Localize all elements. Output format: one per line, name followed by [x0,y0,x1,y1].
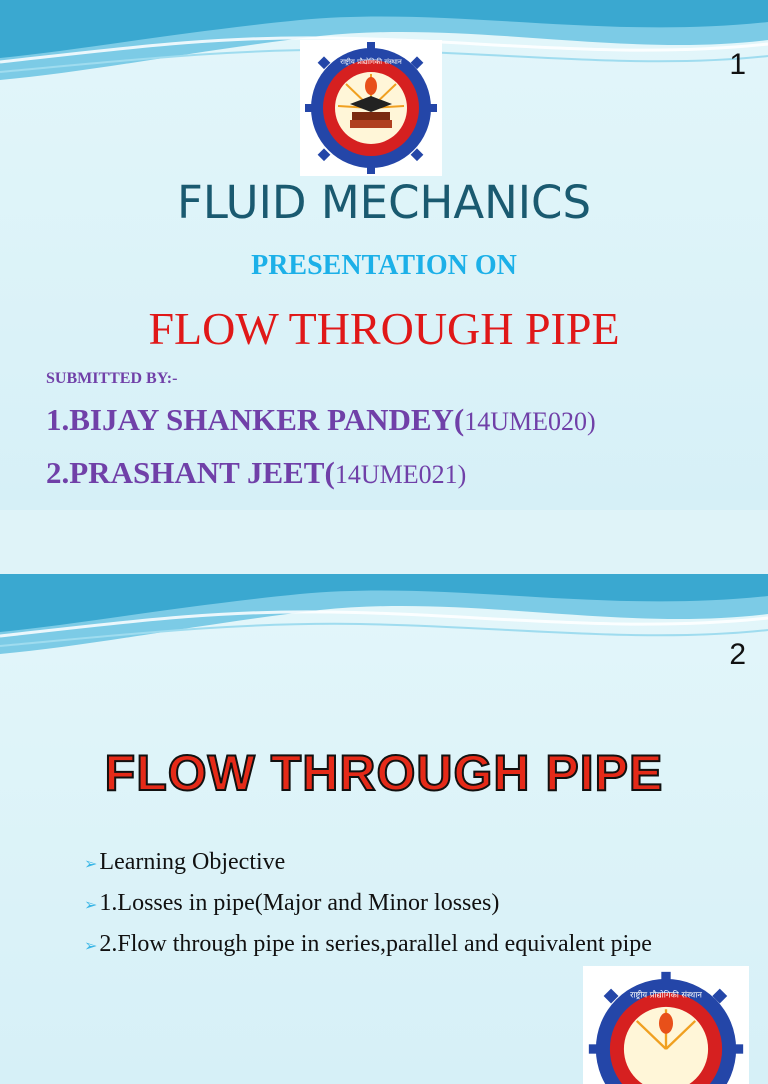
submitted-by-label: SUBMITTED BY:- [46,370,178,387]
course-title: FLUID MECHANICS [176,176,592,229]
member-roll: 14UME020) [464,407,596,436]
bullet-item: ➢Learning Objective [84,846,704,881]
member-name: 1.BIJAY SHANKER PANDEY( [46,402,465,437]
arrow-bullet-icon: ➢ [84,897,98,914]
institute-logo: राष्ट्रीय प्रौद्योगिकी संस्थान [583,966,749,1084]
member-2: 2.PRASHANT JEET(14UME021) [46,455,466,491]
bullet-item: ➢2.Flow through pipe in series,parallel … [84,928,704,963]
slide-1: 1 [0,0,768,510]
nit-manipur-logo-icon: राष्ट्रीय प्रौद्योगिकी संस्थान [305,42,437,174]
bullet-item: ➢1.Losses in pipe(Major and Minor losses… [84,887,704,922]
presentation-subtitle: PRESENTATION ON [251,250,517,281]
slide-number: 2 [729,638,746,671]
slide-title: FLOW THROUGH PIPE [104,744,664,802]
bullet-text: Learning Objective [99,849,286,875]
header-swoosh-decoration [0,574,768,654]
member-1: 1.BIJAY SHANKER PANDEY(14UME020) [46,402,596,438]
member-roll: 14UME021) [334,460,467,489]
nit-manipur-logo-icon: राष्ट्रीय प्रौद्योगिकी संस्थान [588,971,744,1084]
header-swoosh-decoration [0,0,768,80]
bullet-list: ➢Learning Objective ➢1.Losses in pipe(Ma… [84,846,704,969]
topic-title: FLOW THROUGH PIPE [148,303,620,354]
bullet-text: 1.Losses in pipe(Major and Minor losses) [99,890,500,916]
institute-logo: राष्ट्रीय प्रौद्योगिकी संस्थान [300,40,442,176]
arrow-bullet-icon: ➢ [84,856,98,873]
slide-number: 1 [729,48,746,81]
bullet-text: 2.Flow through pipe in series,parallel a… [99,931,652,957]
slide-2: 2 FLOW THROUGH PIPE ➢Learning Objective … [0,574,768,1084]
arrow-bullet-icon: ➢ [84,938,98,955]
svg-text:राष्ट्रीय प्रौद्योगिकी संस्थान: राष्ट्रीय प्रौद्योगिकी संस्थान [630,990,702,1000]
svg-text:राष्ट्रीय प्रौद्योगिकी संस्थान: राष्ट्रीय प्रौद्योगिकी संस्थान [340,57,402,66]
member-name: 2.PRASHANT JEET( [46,455,335,490]
